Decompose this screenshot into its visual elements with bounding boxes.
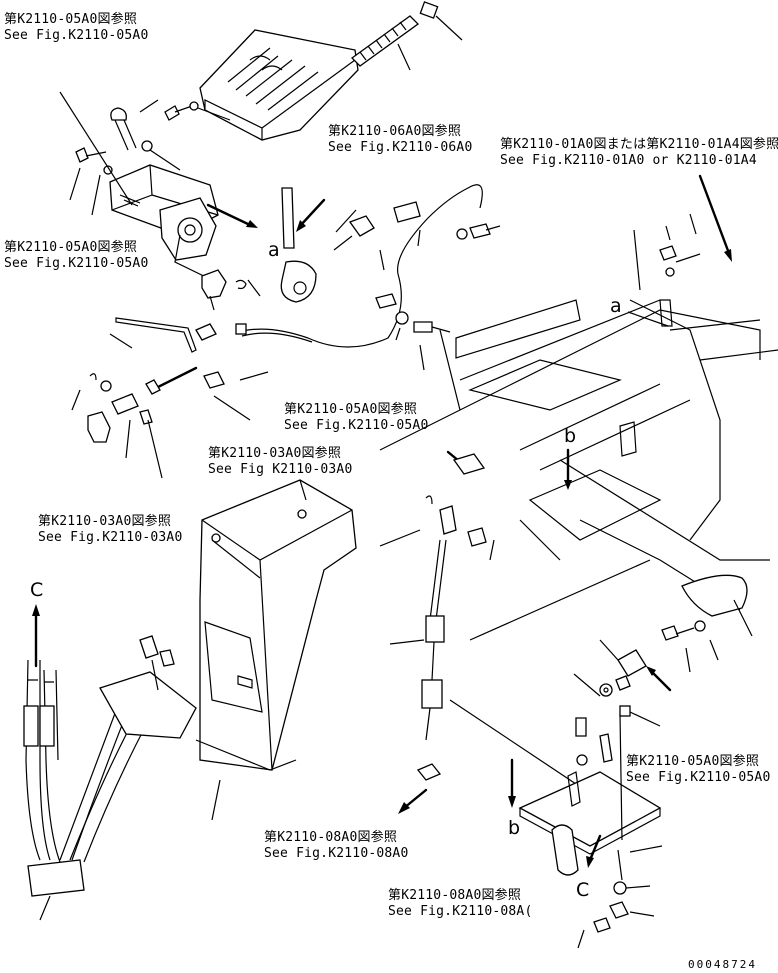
ref-en: See Fig.K2110-05A0 — [4, 256, 149, 271]
center-cable — [379, 450, 601, 814]
marker-a: a — [610, 295, 622, 317]
marker-c: C — [30, 579, 44, 601]
ref-label-4: 第K2110-05A0図参照 See Fig.K2110-05A0 — [4, 240, 148, 272]
ref-jp: 第K2110-05A0図参照 — [626, 754, 760, 769]
ref-jp: 第K2110-05A0図参照 — [284, 402, 418, 417]
ref-label-9: 第K2110-08A0図参照 See Fig.K2110-08A0 — [264, 830, 408, 862]
ref-label-8: 第K2110-05A0図参照 See Fig.K2110-05A0 — [626, 754, 770, 786]
ref-en: See Fig.K2110-05A0 — [4, 28, 149, 43]
ref-en: See Fig.K2110-05A0 — [626, 770, 771, 785]
ref-label-7: 第K2110-03A0図参照 See Fig.K2110-03A0 — [38, 514, 182, 546]
ref-label-1: 第K2110-05A0図参照 See Fig.K2110-05A0 — [4, 12, 148, 44]
ref-en: See Fig.K2110-06A0 — [328, 140, 473, 155]
lower-right-plate — [508, 639, 672, 949]
ref-jp: 第K2110-08A0図参照 — [388, 888, 522, 903]
marker-b: b — [564, 425, 577, 447]
console-box — [195, 479, 357, 821]
ref-en: See Fig.K2110-08A( — [388, 904, 533, 919]
lever-cables — [23, 604, 197, 921]
ref-label-5: 第K2110-05A0図参照 See Fig.K2110-05A0 — [284, 402, 428, 434]
marker-c: C — [576, 879, 590, 901]
ref-jp: 第K2110-06A0図参照 — [328, 124, 462, 139]
ref-label-3: 第K2110-01A0図または第K2110-01A4図参照 See Fig.K2… — [500, 137, 778, 169]
ref-label-10: 第K2110-08A0図参照 See Fig.K2110-08A( — [388, 888, 532, 920]
ref-jp: 第K2110-05A0図参照 — [4, 240, 138, 255]
ref-en: See Fig.K2110-01A0 or K2110-01A4 — [500, 153, 757, 168]
document-id: 00048724 — [688, 958, 757, 971]
long-bolt-top — [351, 1, 463, 71]
ref-en: See Fig.K2110-03A0 — [38, 530, 183, 545]
bolts-top-left — [69, 99, 231, 216]
ref-en: See Fig.K2110-05A0 — [284, 418, 429, 433]
ref-en: See Fig K2110-03A0 — [208, 462, 353, 477]
ref-label-6: 第K2110-03A0図参照 See Fig K2110-03A0 — [208, 446, 352, 478]
ref-jp: 第K2110-01A0図または第K2110-01A4図参照 — [500, 137, 778, 152]
floor-frame — [379, 174, 778, 673]
ref-jp: 第K2110-05A0図参照 — [4, 12, 138, 27]
bracket-housing — [59, 91, 258, 281]
ref-jp: 第K2110-03A0図参照 — [38, 514, 172, 529]
control-cable — [235, 184, 501, 371]
marker-a: a — [268, 239, 280, 261]
marker-b: b — [508, 817, 521, 839]
rod-assembly — [109, 269, 261, 353]
ref-label-2: 第K2110-06A0図参照 See Fig.K2110-06A0 — [328, 124, 472, 156]
ref-en: See Fig.K2110-08A0 — [264, 846, 409, 861]
ref-jp: 第K2110-08A0図参照 — [264, 830, 398, 845]
cable-end-left — [71, 366, 269, 479]
cover-plate — [199, 29, 359, 141]
ref-jp: 第K2110-03A0図参照 — [208, 446, 342, 461]
